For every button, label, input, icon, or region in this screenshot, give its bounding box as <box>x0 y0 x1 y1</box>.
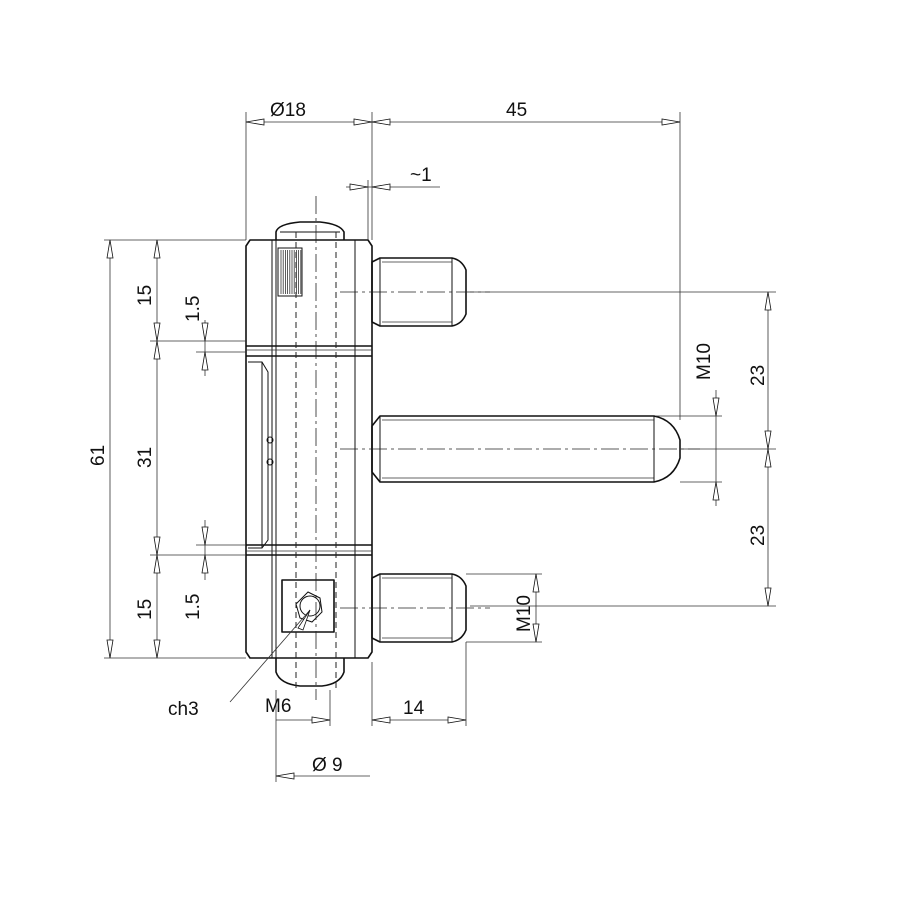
center-lines <box>315 196 700 700</box>
dim-approx-1: ~1 <box>410 165 432 186</box>
knurled-grip <box>277 247 303 297</box>
bottom-cap <box>275 658 345 687</box>
dim-spacing-23-bottom: 23 <box>748 525 769 546</box>
dim-thread-m10-middle: M10 <box>694 343 715 380</box>
hidden-lines <box>295 232 337 690</box>
dim-chamfer-ch3: ch3 <box>168 699 199 720</box>
bottom-threaded-pin <box>371 573 467 643</box>
dim-gap-1-5-top: 1.5 <box>183 296 204 322</box>
dim-thread-m10-lower: M10 <box>514 595 535 632</box>
dim-height-61: 61 <box>88 445 109 466</box>
dim-length-45: 45 <box>506 100 527 121</box>
dim-top-15: 15 <box>135 285 156 306</box>
dim-spacing-23-top: 23 <box>748 365 769 386</box>
dim-middle-31: 31 <box>135 447 156 468</box>
dim-diameter-9: Ø 9 <box>312 755 343 776</box>
dim-diameter-18: Ø18 <box>270 100 306 121</box>
dim-gap-1-5-bottom: 1.5 <box>183 594 204 620</box>
dim-length-14: 14 <box>403 698 425 719</box>
dimension-arrows <box>106 118 772 780</box>
dim-thread-m6: M6 <box>265 696 291 717</box>
hex-socket <box>281 579 335 633</box>
extension-lines <box>104 112 776 782</box>
dim-bottom-15: 15 <box>135 599 156 620</box>
hinge-body <box>245 239 373 659</box>
dimension-labels: Ø18 45 ~1 61 15 31 15 1.5 1.5 M10 M10 23… <box>88 100 769 776</box>
top-cap <box>275 221 345 240</box>
